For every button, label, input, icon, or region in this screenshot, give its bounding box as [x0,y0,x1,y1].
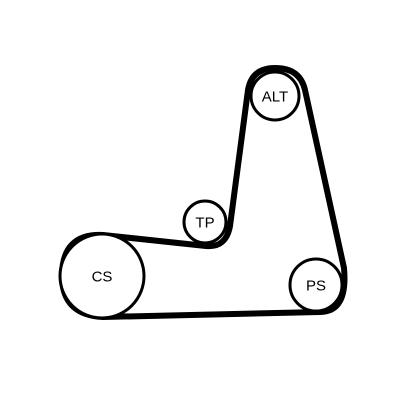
tp-pulley-circle [182,199,228,245]
cs-pulley-circle [58,232,146,320]
alt-pulley-circle [249,70,301,122]
ps-pulley-circle [288,257,344,313]
tp-pulley-label: TP [195,215,214,232]
cs-pulley: CS [58,232,146,320]
tp-pulley: TP [182,199,228,245]
ps-pulley-label: PS [306,278,326,295]
alt-pulley: ALT [249,70,301,122]
alt-pulley-label: ALT [262,89,288,106]
cs-pulley-label: CS [92,269,113,286]
ps-pulley: PS [288,257,344,313]
